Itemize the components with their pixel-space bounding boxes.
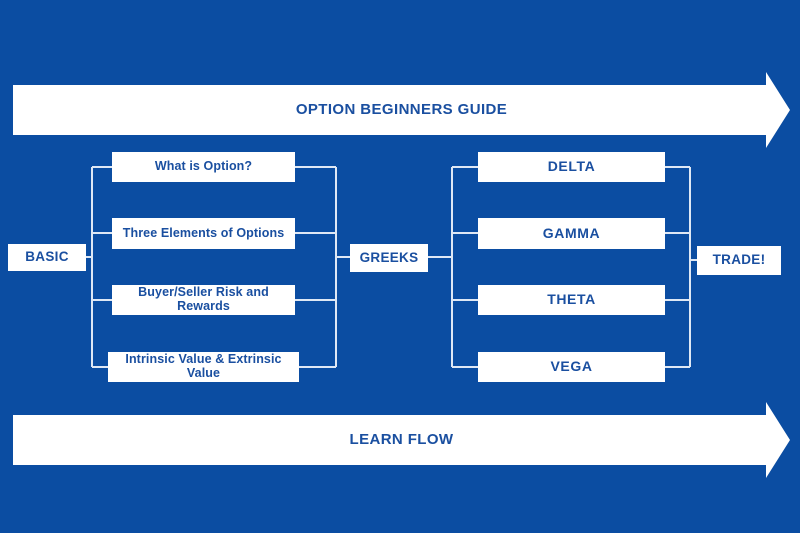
top-arrow-shape (13, 72, 790, 148)
greek-node-vega[interactable]: VEGA (478, 352, 665, 382)
topic-label: What is Option? (154, 159, 253, 174)
topic-node-buyer-seller-risk-and-rewards[interactable]: Buyer/Seller Risk and Rewards (112, 285, 295, 315)
bottom-arrow-shape (13, 402, 790, 478)
stage-node-trade[interactable]: TRADE! (697, 246, 781, 275)
topic-node-what-is-option[interactable]: What is Option? (112, 152, 295, 182)
topic-label: Intrinsic Value & Extrinsic Value (125, 352, 282, 380)
stage-node-basic[interactable]: BASIC (8, 244, 86, 271)
greek-label: GAMMA (542, 224, 601, 241)
stage-label-greeks: GREEKS (359, 249, 419, 265)
greek-label: VEGA (550, 358, 593, 375)
greek-node-delta[interactable]: DELTA (478, 152, 665, 182)
stage-node-greeks[interactable]: GREEKS (350, 244, 428, 272)
bottom-banner-arrow: LEARN FLOW (13, 402, 790, 478)
topic-label: Three Elements of Options (122, 225, 285, 240)
stage-label-basic: BASIC (25, 249, 69, 265)
greek-node-theta[interactable]: THETA (478, 285, 665, 315)
top-banner-arrow: OPTION BEGINNERS GUIDE (13, 72, 790, 148)
greek-node-gamma[interactable]: GAMMA (478, 218, 665, 249)
topic-node-intrinsic-extrinsic-value[interactable]: Intrinsic Value & Extrinsic Value (108, 352, 299, 382)
topic-label: Buyer/Seller Risk and Rewards (138, 285, 269, 313)
greek-label: DELTA (547, 158, 596, 175)
topic-node-three-elements-of-options[interactable]: Three Elements of Options (112, 218, 295, 249)
greek-label: THETA (547, 291, 596, 308)
stage-label-trade: TRADE! (712, 252, 766, 268)
